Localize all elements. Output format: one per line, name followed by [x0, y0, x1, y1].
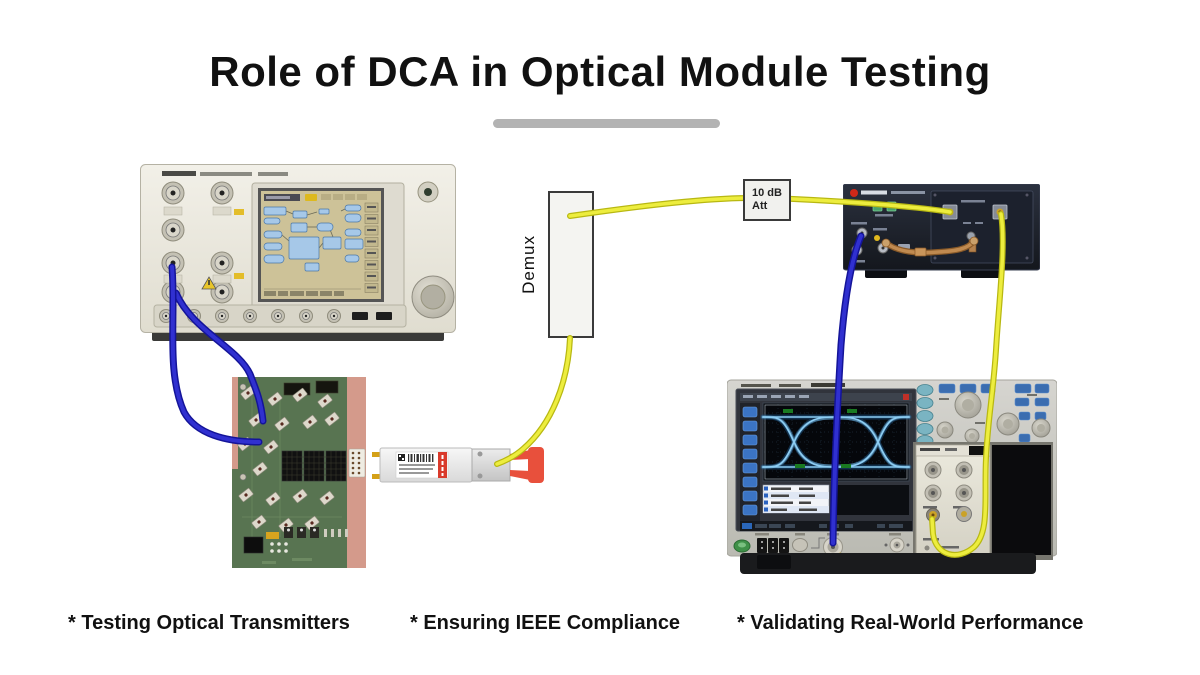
- title-underline: [493, 119, 720, 128]
- screen-status-row: [264, 291, 344, 296]
- attenuator-label-line2: Att: [752, 200, 768, 212]
- bert-output-connectors[interactable]: [161, 181, 234, 304]
- optical-transceiver-module: [372, 447, 544, 483]
- rotary-knob[interactable]: [411, 275, 455, 319]
- bert-screen: [251, 182, 405, 310]
- power-button[interactable]: [417, 181, 439, 203]
- gold-finger: [372, 452, 382, 457]
- bert-screen-content: [263, 194, 379, 296]
- block-diagram: [263, 204, 364, 272]
- scope-bottom-bezel: [740, 553, 1036, 574]
- screen-taskbar: [740, 521, 912, 531]
- pcb-edge-left: [232, 377, 238, 469]
- page-title: Role of DCA in Optical Module Testing: [209, 48, 991, 95]
- scope-brand-label: [741, 383, 845, 387]
- sampling-module: [915, 444, 991, 558]
- attenuator-label-line1: 10 dB: [752, 187, 782, 199]
- measurement-table: [762, 484, 830, 514]
- demux-label-wrap: Demux: [514, 191, 544, 338]
- bert-brand-label: [162, 171, 288, 176]
- bert-bottom-connectors[interactable]: [153, 304, 407, 328]
- pull-tab[interactable]: [510, 447, 544, 483]
- pin-header: [315, 380, 339, 394]
- screen-toolbar-icons[interactable]: [740, 403, 760, 521]
- gold-finger: [372, 474, 382, 479]
- footer-bullet-testing: * Testing Optical Transmitters: [68, 612, 350, 634]
- screen-softkeys[interactable]: [364, 202, 379, 293]
- footer-bullet-compliance: * Ensuring IEEE Compliance: [410, 612, 681, 634]
- red-vertical-tag: [438, 452, 447, 478]
- power-button[interactable]: [733, 539, 751, 553]
- reference-receiver: [843, 184, 1040, 278]
- attenuator-box: 10 dB Att: [743, 179, 791, 221]
- aux-bnc[interactable]: [884, 537, 910, 553]
- eye-diagram: [760, 402, 912, 482]
- footer-bullet-performance: * Validating Real-World Performance: [737, 612, 1084, 634]
- empty-module-slot: [992, 445, 1051, 555]
- demux-box: [548, 191, 594, 338]
- close-icon[interactable]: [903, 394, 909, 400]
- scope-screen: [735, 388, 917, 532]
- bert-pattern-generator: [140, 164, 456, 341]
- evaluation-board: [232, 377, 366, 568]
- edge-connector: [348, 448, 366, 478]
- module-optical-input[interactable]: [926, 508, 940, 522]
- dca-oscilloscope: [727, 379, 1057, 574]
- plugin-module-bay: [913, 442, 1053, 560]
- bga-connector-blocks: [281, 450, 347, 482]
- module-electrical-input[interactable]: [956, 506, 972, 522]
- demux-label: Demux: [519, 235, 538, 294]
- pcb-bottom-components: [243, 527, 348, 564]
